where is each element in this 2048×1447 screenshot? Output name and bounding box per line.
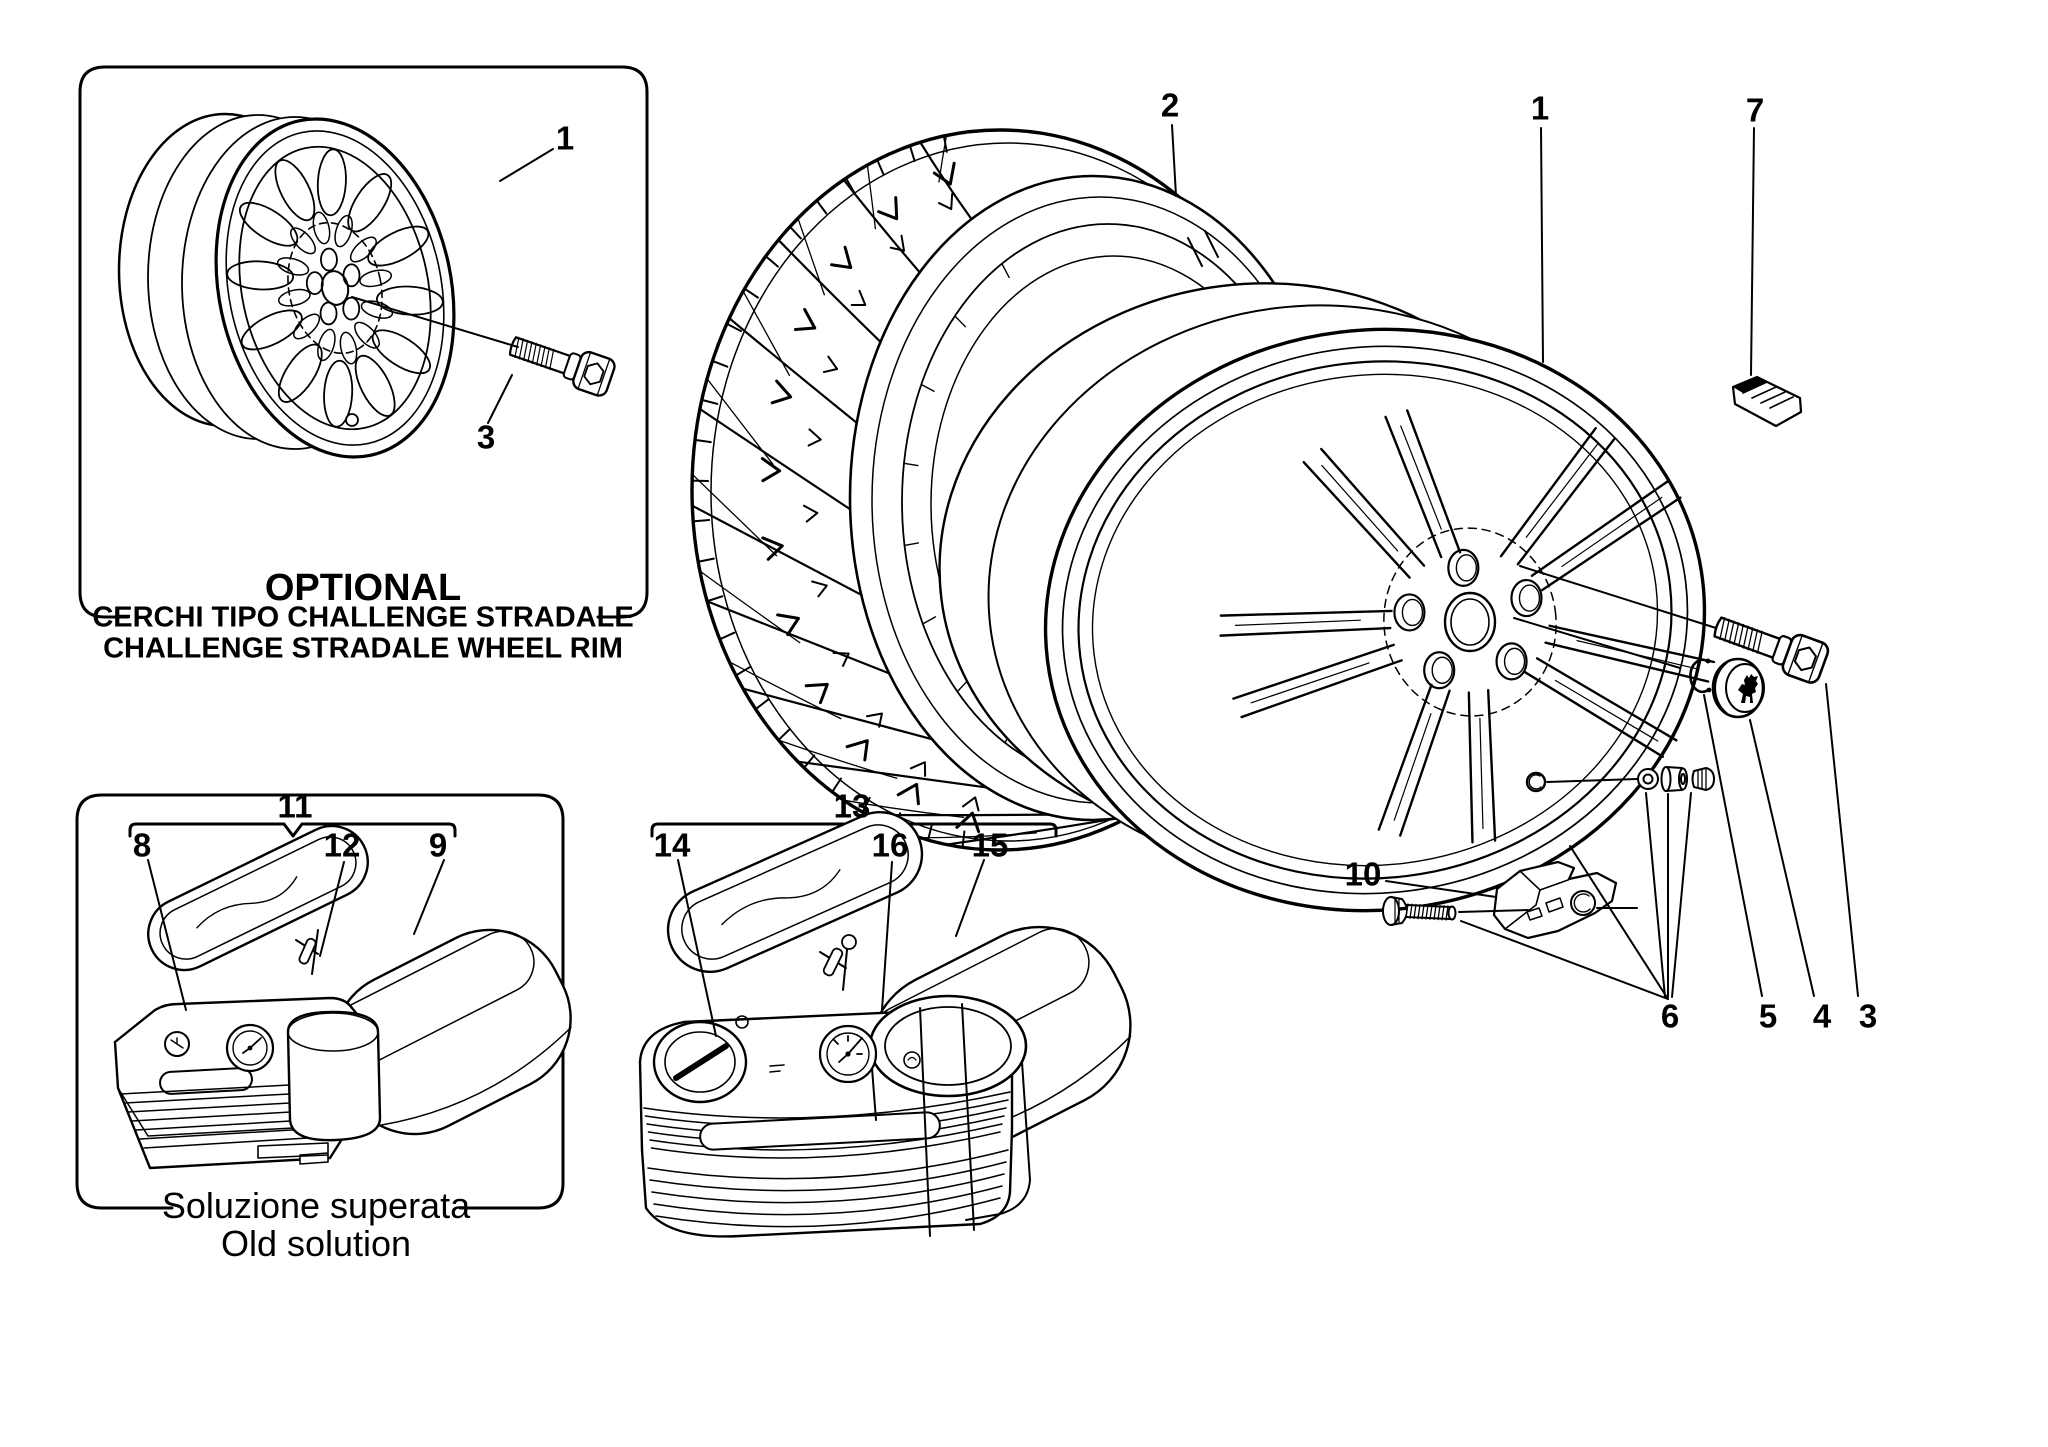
old-solution-box-frame: [75, 793, 565, 1210]
callout-weight: 7: [1745, 91, 1765, 129]
callout-tyre: 2: [1160, 86, 1180, 124]
callout-circlip: 5: [1758, 997, 1778, 1035]
valve-bracket-drawing: [1492, 860, 1618, 940]
callout-cap: 4: [1812, 997, 1832, 1035]
challenge-wheel-drawing: [117, 112, 456, 459]
callout-valve: 6: [1660, 997, 1680, 1035]
new-compressor-drawing: [638, 810, 1132, 1238]
callout-old-pin: 12: [323, 826, 361, 864]
callout-rim-optional: 1: [555, 119, 575, 157]
wheel-rim-drawing: [938, 282, 1716, 913]
callout-new-pin: 16: [871, 826, 909, 864]
optional-title: OPTIONAL: [264, 567, 462, 609]
valve-parts-drawing: [1637, 766, 1715, 792]
callout-bolt-optional: 3: [476, 418, 496, 456]
callout-new-compressor: 14: [653, 826, 691, 864]
callout-rim: 1: [1530, 89, 1550, 127]
optional-subtitle-english: CHALLENGE STRADALE WHEEL RIM: [103, 632, 623, 665]
optional-box-leaders: [351, 148, 554, 424]
optional-bolt-drawing: [508, 336, 616, 397]
wheel-bolt-drawing: [1713, 616, 1830, 684]
callout-bracket: 10: [1344, 855, 1382, 893]
optional-box-frame: [78, 65, 649, 619]
circlip-drawing: [1689, 658, 1712, 694]
callout-old-compressor: 8: [132, 826, 152, 864]
old-solution-caption-english: Old solution: [220, 1223, 412, 1264]
balance-weight-drawing: [1731, 375, 1803, 428]
callout-bolt: 3: [1858, 997, 1878, 1035]
centre-cap-drawing: [1711, 657, 1765, 719]
new-kit-leaders: [677, 859, 985, 1037]
old-solution-caption-italian: Soluzione superata: [161, 1185, 471, 1226]
callout-old-case: 9: [428, 826, 448, 864]
old-box-leaders: [147, 859, 445, 1011]
callout-new-kit: 13: [833, 787, 871, 825]
callout-new-case: 15: [971, 826, 1009, 864]
callout-old-kit: 11: [277, 787, 313, 825]
old-compressor-drawing: [113, 824, 572, 1170]
bracket-screw-drawing: [1382, 896, 1457, 926]
old-kit-bracket-11: [128, 822, 457, 838]
optional-subtitle-italian: CERCHI TIPO CHALLENGE STRADALE: [92, 601, 634, 634]
ferrari-horse-icon: [1738, 674, 1758, 703]
main-leader-lines: [1171, 124, 1859, 1000]
